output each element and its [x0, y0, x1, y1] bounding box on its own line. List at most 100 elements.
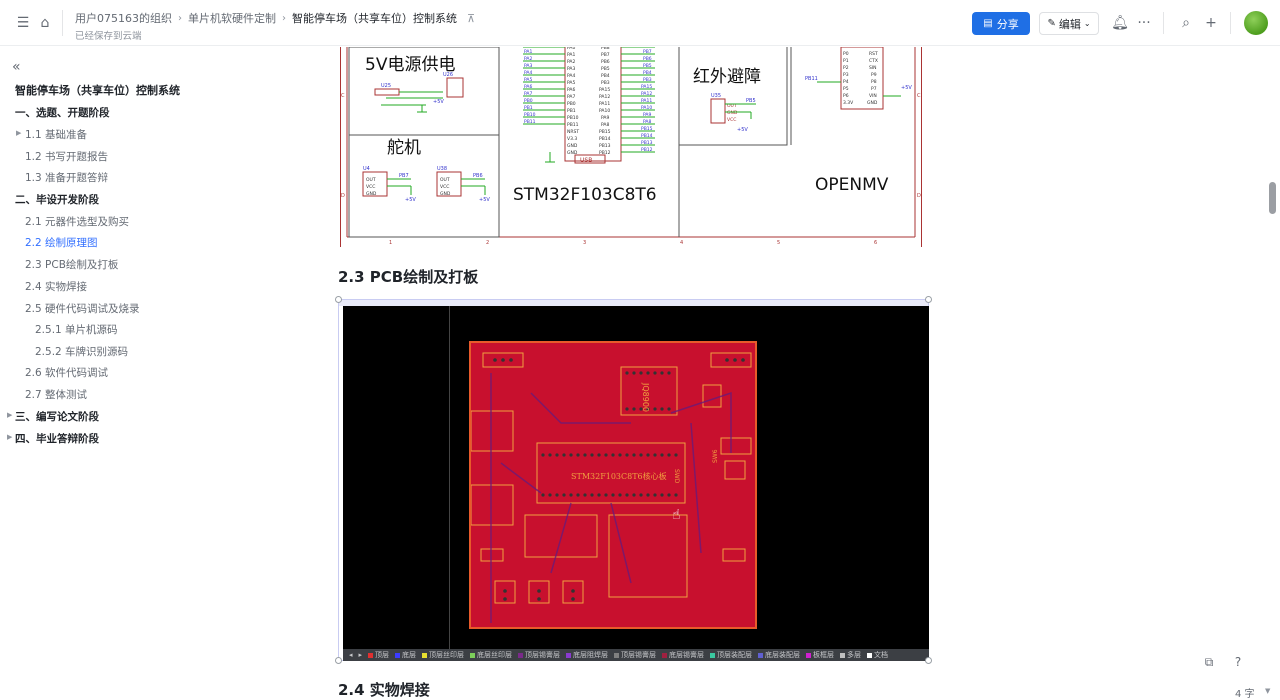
pcb-image[interactable]: STM32F103C8T6核心板 JQ8900 SWD SW6 ☝ ◂ ▸ 顶层… — [335, 296, 932, 664]
collapse-sidebar-icon[interactable]: « — [12, 59, 21, 75]
svg-text:+5V: +5V — [405, 197, 416, 203]
layer-bottom-paste[interactable]: 底层锡膏层 — [662, 650, 704, 660]
toc-item[interactable]: 2.5.1 单片机源码 — [35, 324, 118, 336]
share-doc-icon: ▤ — [983, 18, 993, 29]
breadcrumb-space[interactable]: 单片机软硬件定制 — [188, 12, 276, 25]
layer-bottom[interactable]: 底层 — [395, 650, 416, 660]
doc-info-icon[interactable]: ⧉ — [1204, 655, 1214, 669]
svg-text:PB10: PB10 — [567, 115, 579, 121]
svg-text:GND: GND — [366, 191, 377, 197]
layer-board-outline[interactable]: 板框层 — [806, 650, 834, 660]
layer-bottom-assembly[interactable]: 底层装配层 — [758, 650, 800, 660]
svg-text:3.3V: 3.3V — [843, 100, 854, 106]
next-arrow-icon[interactable]: ▸ — [358, 651, 363, 659]
bell-icon[interactable]: 🔔︎ — [1111, 15, 1129, 31]
hand-cursor-icon: ☝ — [672, 507, 681, 523]
svg-text:VCC: VCC — [440, 184, 449, 190]
svg-text:PB11: PB11 — [805, 76, 818, 82]
schematic-drawing: C D C D 1 2 3 4 5 6 5V电源供电 U25 U26 + — [341, 47, 921, 246]
toc-item[interactable]: 四、毕业答辩阶段 — [15, 433, 99, 445]
svg-text:SIN: SIN — [869, 65, 877, 71]
svg-text:PB8: PB8 — [643, 47, 652, 48]
resize-handle[interactable] — [925, 296, 932, 303]
toc-item[interactable]: 二、毕设开发阶段 — [15, 194, 99, 206]
toc-item[interactable]: 2.5 硬件代码调试及烧录 — [25, 303, 140, 315]
schematic-image[interactable]: C D C D 1 2 3 4 5 6 5V电源供电 U25 U26 + — [340, 47, 922, 247]
caret-down-icon[interactable]: ▼ — [1265, 687, 1271, 695]
more-icon[interactable]: ··· — [1137, 15, 1151, 31]
svg-text:USB: USB — [580, 157, 592, 164]
svg-text:P9: P9 — [871, 72, 877, 78]
breadcrumb-doc[interactable]: 智能停车场（共享车位）控制系统 — [292, 12, 457, 25]
expand-triangle-icon[interactable]: ▶ — [7, 411, 13, 419]
home-icon[interactable]: ⌂ — [40, 15, 50, 31]
toc-item-active[interactable]: 2.2 绘制原理图 — [25, 237, 98, 249]
scrollbar-thumb[interactable] — [1269, 182, 1276, 214]
svg-text:PA15: PA15 — [599, 87, 610, 93]
svg-text:PA3: PA3 — [524, 63, 533, 69]
layer-top-paste[interactable]: 顶层锡膏层 — [518, 650, 560, 660]
svg-text:PA3: PA3 — [567, 66, 576, 72]
svg-text:PB5: PB5 — [601, 66, 610, 72]
search-icon[interactable]: ⌕ — [1182, 15, 1190, 31]
pencil-icon: ✎ — [1047, 18, 1056, 29]
help-icon[interactable]: ? — [1234, 655, 1242, 669]
svg-text:PB10: PB10 — [524, 112, 536, 118]
avatar[interactable] — [1244, 11, 1268, 35]
expand-triangle-icon[interactable]: ▶ — [16, 129, 22, 137]
breadcrumb-org[interactable]: 用户075163的组织 — [75, 12, 172, 25]
layer-bottom-silk[interactable]: 底层丝印层 — [470, 650, 512, 660]
chevron-right-icon: › — [178, 12, 182, 24]
layer-top-paste-2[interactable]: 顶层锡膏层 — [614, 650, 656, 660]
svg-text:C: C — [341, 93, 345, 99]
expand-triangle-icon[interactable]: ▶ — [7, 433, 13, 441]
word-count: 4 字 — [1235, 689, 1255, 700]
toc-item[interactable]: 2.6 软件代码调试 — [25, 367, 109, 379]
layer-multi[interactable]: 多层 — [840, 650, 861, 660]
toc-item[interactable]: 2.1 元器件选型及购买 — [25, 216, 130, 228]
toc-item[interactable]: 1.3 准备开题答辩 — [25, 172, 109, 184]
resize-handle[interactable] — [925, 657, 932, 664]
svg-text:PB15: PB15 — [641, 126, 653, 132]
layer-top-assembly[interactable]: 顶层装配层 — [710, 650, 752, 660]
toc-item[interactable]: 1.1 基础准备 — [25, 129, 88, 141]
toc-item[interactable]: 2.3 PCB绘制及打板 — [25, 259, 119, 271]
svg-text:PA11: PA11 — [641, 98, 652, 104]
svg-text:PB6: PB6 — [601, 59, 610, 65]
prev-arrow-icon[interactable]: ◂ — [349, 651, 353, 659]
svg-text:PA5: PA5 — [524, 77, 533, 83]
resize-handle[interactable] — [335, 296, 342, 303]
layer-document[interactable]: 文档 — [867, 650, 888, 660]
svg-text:OUT: OUT — [727, 103, 737, 109]
svg-text:+5V: +5V — [479, 197, 490, 203]
sidebar-toggle-icon[interactable]: ☰ — [16, 15, 30, 31]
toc-doc-title[interactable]: 智能停车场（共享车位）控制系统 — [15, 84, 180, 97]
svg-text:P6: P6 — [843, 93, 849, 99]
svg-text:PB6: PB6 — [473, 173, 483, 179]
svg-text:PA15: PA15 — [641, 84, 652, 90]
svg-text:P8: P8 — [871, 79, 877, 85]
share-button[interactable]: ▤ 分享 — [972, 12, 1030, 35]
svg-text:3: 3 — [583, 240, 586, 246]
toc-item[interactable]: 2.7 整体测试 — [25, 389, 88, 401]
plus-icon[interactable]: + — [1205, 15, 1217, 31]
layer-top[interactable]: 顶层 — [368, 650, 389, 660]
edit-label: 编辑 — [1058, 17, 1081, 31]
layer-bottom-mask[interactable]: 底层阻焊层 — [566, 650, 608, 660]
pcb-board: STM32F103C8T6核心板 JQ8900 SWD SW6 — [469, 341, 757, 629]
toc-item[interactable]: 一、选题、开题阶段 — [15, 107, 110, 119]
svg-text:PA9: PA9 — [643, 112, 652, 118]
toc-item[interactable]: 2.4 实物焊接 — [25, 281, 88, 293]
toc-item[interactable]: 三、编写论文阶段 — [15, 411, 99, 423]
resize-handle[interactable] — [335, 657, 342, 664]
svg-text:PB8: PB8 — [601, 47, 610, 51]
svg-text:5V电源供电: 5V电源供电 — [365, 55, 455, 75]
edit-button[interactable]: ✎ 编辑 ⌄ — [1039, 12, 1099, 35]
pin-icon[interactable]: ⊼ — [467, 11, 476, 25]
svg-text:PA0: PA0 — [524, 47, 533, 48]
svg-text:NRST: NRST — [567, 129, 579, 135]
toc-item[interactable]: 2.5.2 车牌识别源码 — [35, 346, 129, 358]
toc-item[interactable]: 1.2 书写开题报告 — [25, 151, 109, 163]
layer-top-silk[interactable]: 顶层丝印层 — [422, 650, 464, 660]
svg-text:VCC: VCC — [366, 184, 375, 190]
